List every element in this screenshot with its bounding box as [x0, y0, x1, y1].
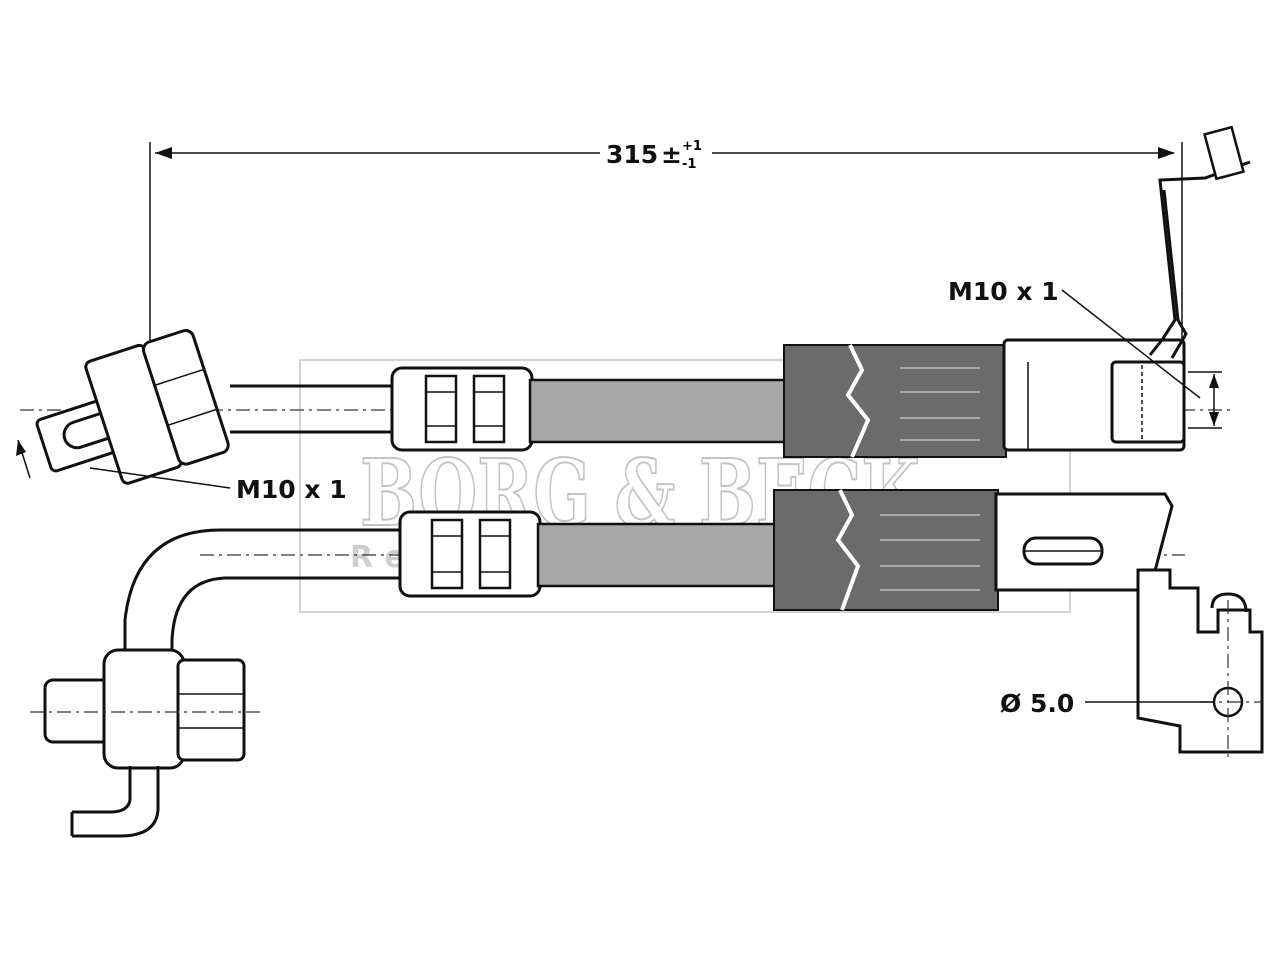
hose-sleeve-bottom: [773, 489, 999, 611]
bent-pipe-bottom: [123, 528, 400, 660]
watermark-frame: [299, 359, 1071, 613]
hose-sleeve-top: [783, 344, 1007, 458]
left-fitting-top: [35, 328, 230, 485]
ferrule-bottom: [398, 510, 542, 598]
bent-pipe-top: [1148, 160, 1251, 356]
thread-label-right: M10 x 1: [948, 277, 1059, 306]
mounting-bracket: [1136, 568, 1264, 754]
length-tolerance-upper: +1: [682, 139, 702, 154]
hole-diameter-label: Ø 5.0: [1000, 689, 1074, 718]
length-value: 315: [606, 140, 658, 169]
length-dimension: 315 ± +1 -1: [149, 139, 1183, 370]
hose-bottom-view: [30, 489, 1264, 838]
hose-top-view: [16, 125, 1251, 485]
rubber-hose-bottom: [536, 522, 778, 588]
rubber-hose-top: [528, 378, 788, 444]
thread-label-left: M10 x 1: [236, 475, 347, 504]
length-tolerance-sign: ±: [661, 140, 682, 169]
ferrule-top: [390, 366, 534, 452]
left-fitting-bottom: [30, 648, 260, 838]
length-tolerance-lower: -1: [682, 157, 696, 172]
